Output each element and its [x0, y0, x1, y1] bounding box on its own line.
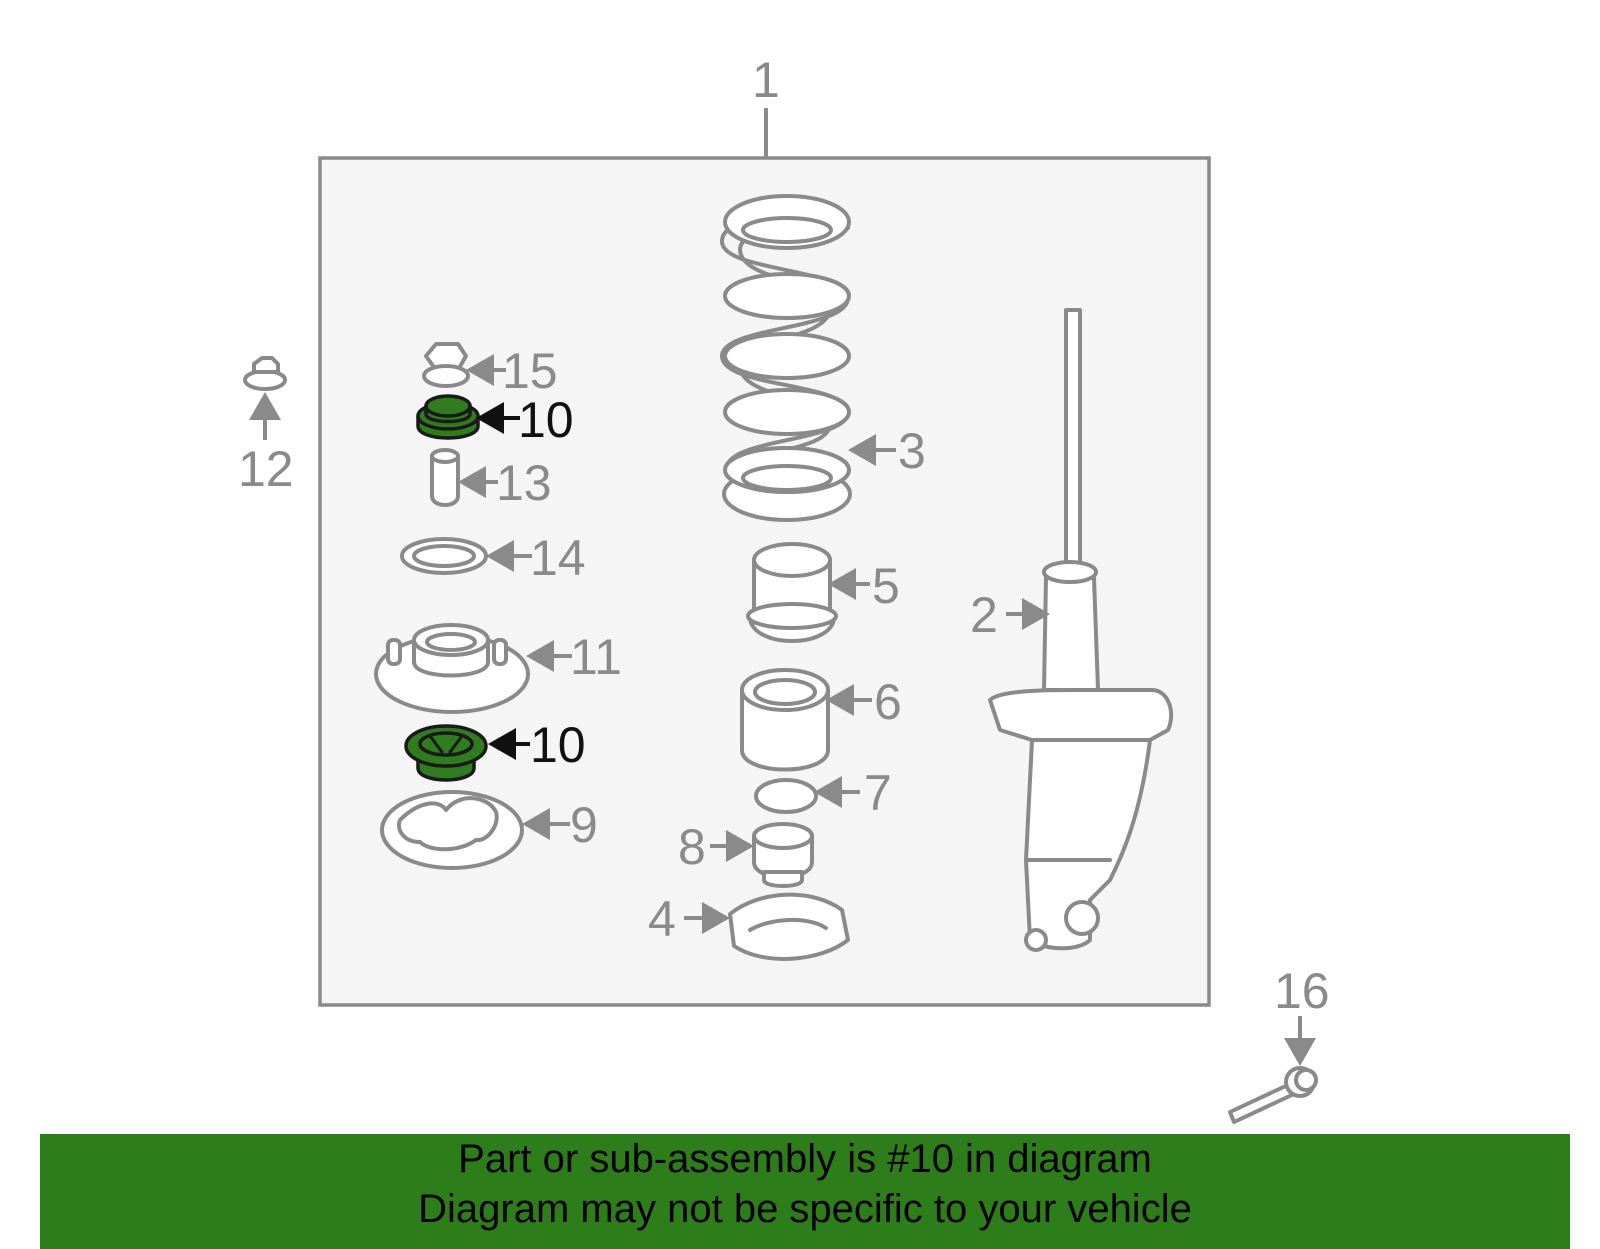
callout-9: 9 — [570, 797, 598, 853]
bumper — [740, 668, 830, 772]
callout-6: 6 — [874, 674, 902, 730]
coil-spring — [719, 194, 852, 522]
callout-10-lower: 10 — [530, 717, 586, 773]
bushing — [752, 822, 814, 888]
callout-15: 15 — [502, 343, 558, 399]
lower-seat — [728, 892, 850, 961]
callout-1: 1 — [752, 52, 780, 108]
callout-4: 4 — [648, 891, 676, 947]
callout-2: 2 — [970, 587, 998, 643]
callout-13: 13 — [496, 455, 552, 511]
ring — [400, 537, 488, 575]
callout-16: 16 — [1274, 963, 1330, 1019]
flange-nut — [243, 356, 287, 391]
bump-boot — [746, 542, 838, 643]
callout-8: 8 — [678, 819, 706, 875]
mount-base — [374, 623, 530, 714]
collar — [430, 448, 460, 507]
washer — [754, 778, 818, 814]
callout-14: 14 — [530, 530, 586, 586]
callout-12: 12 — [238, 441, 294, 497]
callout-10-upper: 10 — [518, 392, 574, 448]
insulator — [380, 790, 524, 870]
nut — [422, 342, 470, 388]
upper-mount-bushing-highlighted[interactable] — [416, 394, 480, 440]
bolt — [1228, 1066, 1318, 1124]
banner-line-1: Part or sub-assembly is #10 in diagram — [458, 1137, 1152, 1181]
callout-5: 5 — [872, 558, 900, 614]
lower-mount-bushing-highlighted[interactable] — [404, 724, 488, 782]
banner-line-2: Diagram may not be specific to your vehi… — [418, 1187, 1192, 1231]
callout-11: 11 — [570, 629, 622, 685]
strut — [988, 308, 1174, 952]
callout-3: 3 — [898, 423, 926, 479]
callout-7: 7 — [864, 765, 892, 821]
info-banner: Part or sub-assembly is #10 in diagram D… — [40, 1134, 1570, 1249]
